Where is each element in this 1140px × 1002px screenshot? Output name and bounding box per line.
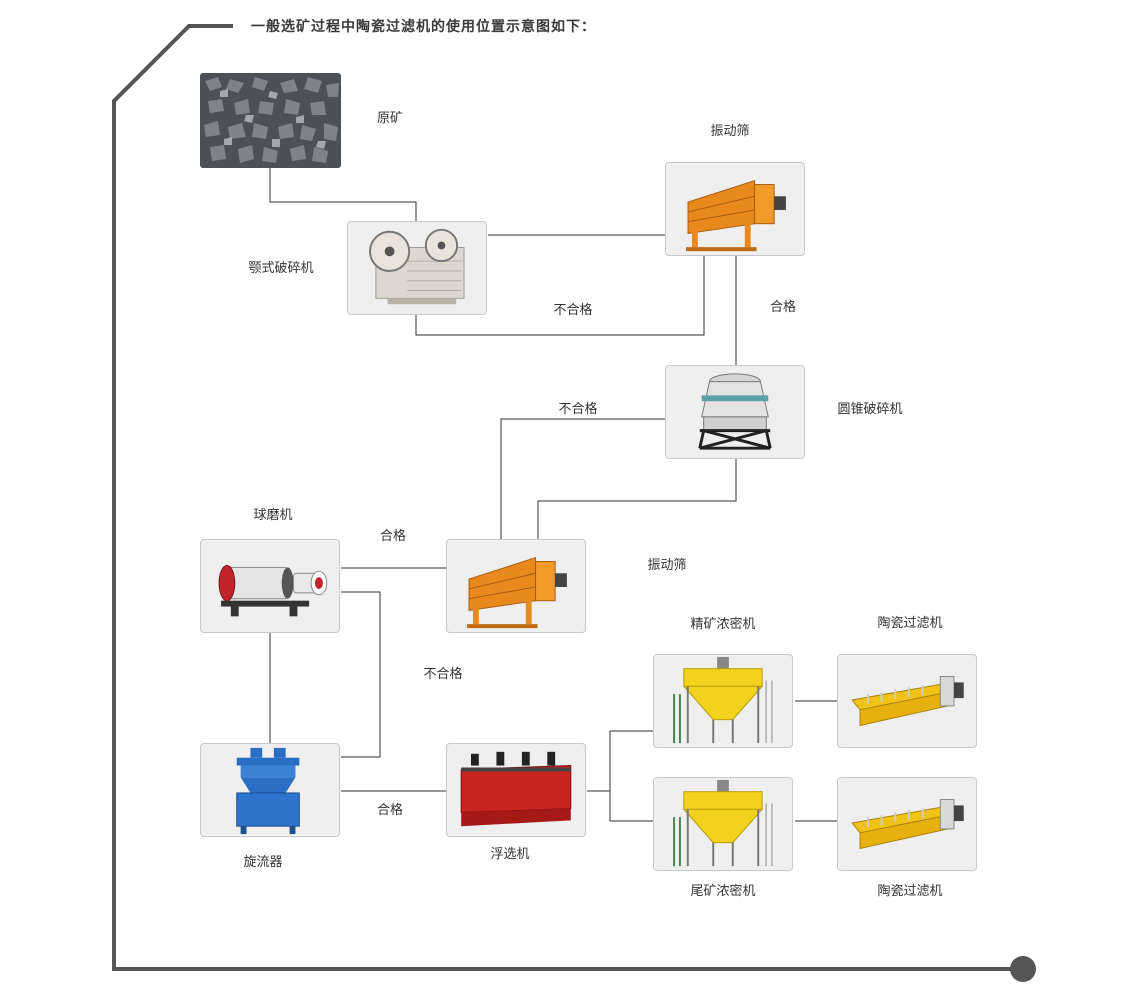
line-screen2-return bbox=[500, 418, 665, 539]
flow-lines bbox=[269, 168, 837, 822]
line-screen1-return bbox=[415, 256, 705, 336]
edge-label-qualified-2: 合格 bbox=[379, 529, 407, 544]
label-ceramic-filter-1: 陶瓷过滤机 bbox=[877, 616, 943, 631]
concentrate-thickener-card bbox=[653, 654, 793, 748]
label-raw-ore: 原矿 bbox=[376, 111, 404, 126]
edge-label-unqualified-1: 不合格 bbox=[553, 303, 593, 318]
edge-label-qualified-3: 合格 bbox=[376, 803, 404, 818]
ceramic-filter-1-card bbox=[837, 654, 977, 748]
ore-pile-icon bbox=[200, 73, 341, 168]
raw-ore-image bbox=[200, 73, 341, 168]
ceramic-filter-icon bbox=[851, 799, 964, 850]
tailings-thickener-card bbox=[653, 777, 793, 871]
edge-label-qualified-1: 合格 bbox=[769, 300, 797, 315]
label-hydrocyclone: 旋流器 bbox=[243, 855, 283, 870]
label-tailings-thickener: 尾矿浓密机 bbox=[690, 884, 756, 899]
flotation-machine-card bbox=[446, 743, 586, 837]
frame-end-dot bbox=[1010, 956, 1036, 982]
vibrating-screen-icon bbox=[467, 556, 567, 629]
line-cone-to-screen2 bbox=[537, 459, 737, 539]
label-flotation-machine: 浮选机 bbox=[490, 847, 530, 862]
vibrating-screen-icon bbox=[686, 179, 786, 252]
jaw-crusher-icon bbox=[369, 228, 465, 305]
flotation-machine-icon bbox=[460, 751, 572, 827]
line-ore-to-jaw bbox=[269, 168, 417, 221]
ceramic-filter-2-card bbox=[837, 777, 977, 871]
ball-mill-card bbox=[200, 539, 340, 633]
hydrocyclone-icon bbox=[236, 747, 300, 835]
ball-mill-icon bbox=[218, 564, 328, 617]
jaw-crusher-card bbox=[347, 221, 487, 315]
label-vibrating-screen-1: 振动筛 bbox=[710, 124, 750, 139]
label-concentrate-thickener: 精矿浓密机 bbox=[690, 617, 756, 632]
label-jaw-crusher: 颚式破碎机 bbox=[248, 261, 314, 276]
label-vibrating-screen-2: 振动筛 bbox=[647, 558, 687, 573]
edge-label-unqualified-2: 不合格 bbox=[558, 402, 598, 417]
ceramic-filter-icon bbox=[851, 676, 964, 727]
thickener-icon bbox=[673, 656, 773, 744]
cone-crusher-icon bbox=[698, 373, 772, 450]
thickener-icon bbox=[673, 779, 773, 867]
edge-label-unqualified-3: 不合格 bbox=[423, 667, 463, 682]
vibrating-screen-2-card bbox=[446, 539, 586, 633]
frame-line bbox=[112, 24, 1022, 971]
line-cyclone-return bbox=[341, 591, 381, 758]
page-title: 一般选矿过程中陶瓷过滤机的使用位置示意图如下： bbox=[251, 19, 596, 35]
label-ball-mill: 球磨机 bbox=[253, 508, 293, 523]
label-cone-crusher: 圆锥破碎机 bbox=[837, 402, 903, 417]
cone-crusher-card bbox=[665, 365, 805, 459]
label-ceramic-filter-2: 陶瓷过滤机 bbox=[877, 884, 943, 899]
vibrating-screen-1-card bbox=[665, 162, 805, 256]
hydrocyclone-card bbox=[200, 743, 340, 837]
